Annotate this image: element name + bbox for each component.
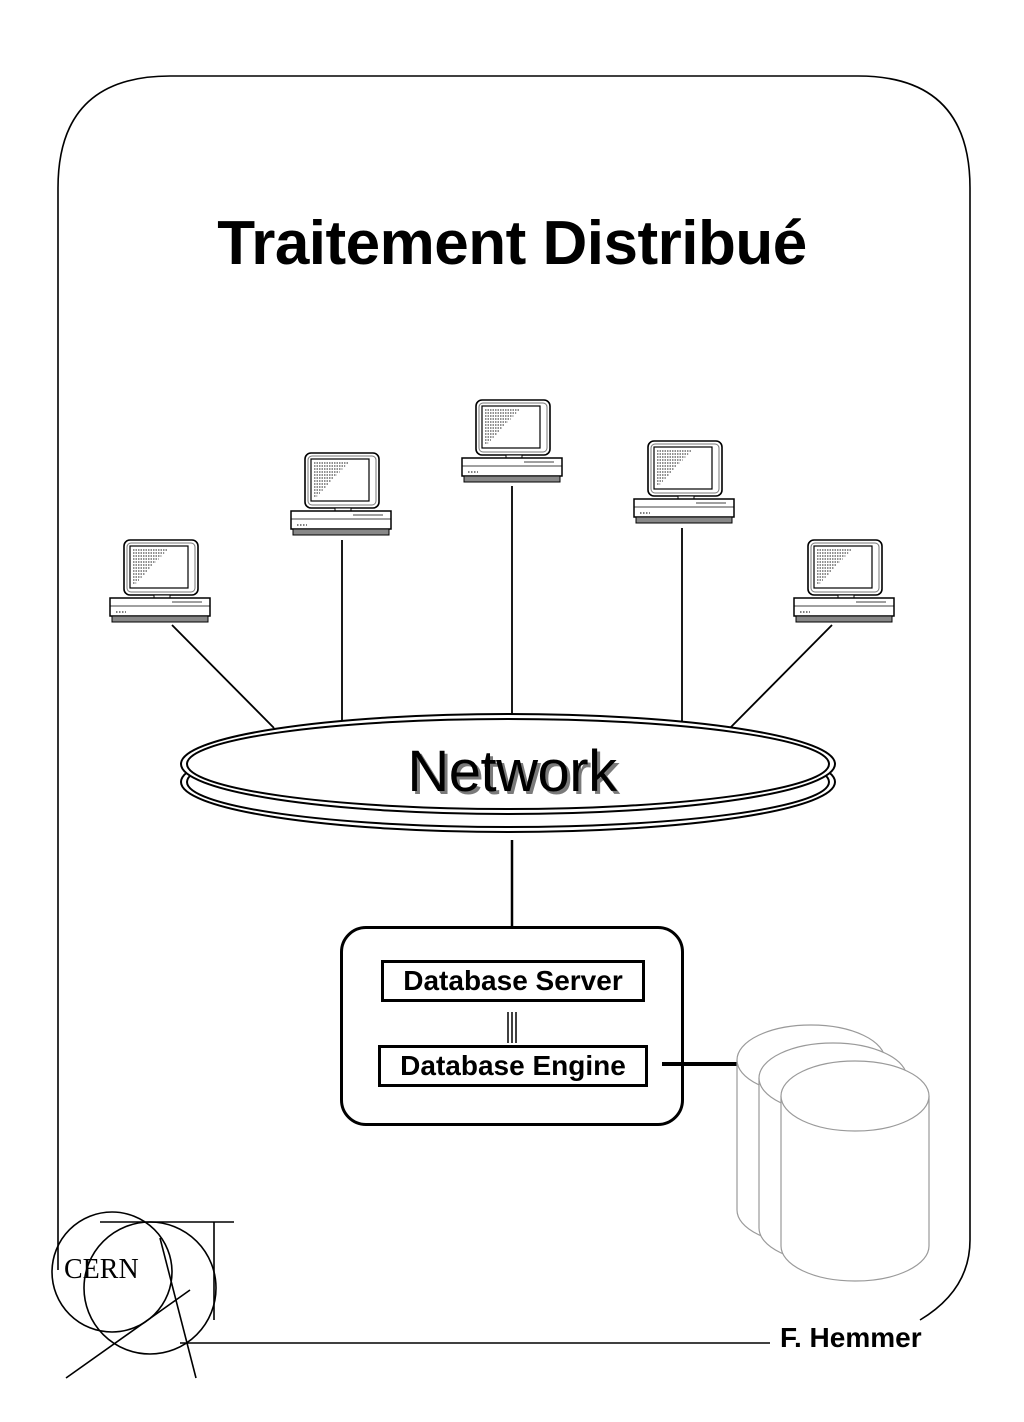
author-name: F. Hemmer — [780, 1322, 922, 1353]
network-label: Network — [407, 739, 617, 804]
network-links — [171, 486, 833, 729]
workstation-1-computer-icon — [109, 539, 211, 623]
workstation-4-computer-icon — [633, 440, 735, 524]
network-ring — [180, 713, 836, 833]
link-1 — [171, 624, 275, 729]
database-server-box — [340, 926, 684, 1126]
disk-stack-icon — [736, 1024, 930, 1282]
computer-group — [109, 399, 895, 623]
workstation-2-computer-icon — [290, 452, 392, 536]
disk-front — [780, 1060, 930, 1282]
database-engine-label: Database Engine — [378, 1045, 648, 1087]
cern-logo-text: CERN — [64, 1254, 139, 1285]
cern-logo — [51, 1211, 234, 1379]
server-engine-connector — [507, 1012, 517, 1043]
workstation-5-computer-icon — [793, 539, 895, 623]
slide-title: Traitement Distribué — [217, 209, 807, 278]
workstation-3-computer-icon — [461, 399, 563, 483]
database-server-label: Database Server — [381, 960, 645, 1002]
slide-border — [57, 75, 971, 1321]
link-5 — [729, 624, 833, 729]
